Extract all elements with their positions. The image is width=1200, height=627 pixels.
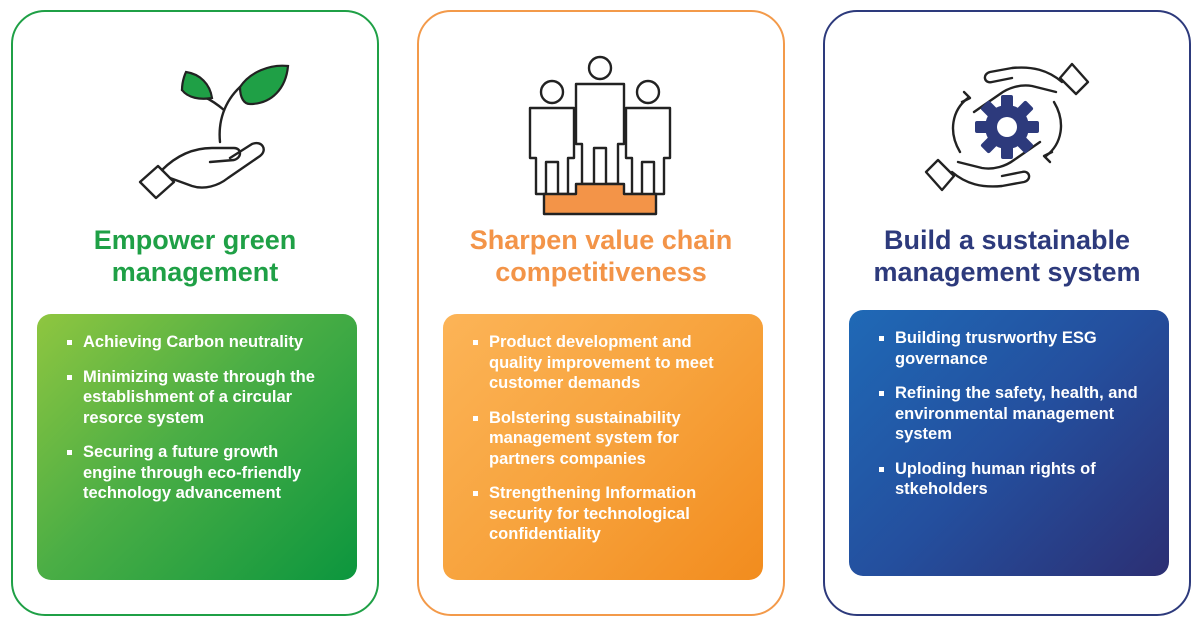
card-title: Empower green management — [93, 225, 297, 287]
bullet-list: Building trusrworthy ESG governance Refi… — [879, 328, 1147, 500]
list-item: Refining the safety, health, and environ… — [879, 383, 1147, 445]
card-sustainable-system: Build a sustainable management system Bu… — [823, 10, 1191, 616]
list-item: Uploding human rights of stkeholders — [879, 459, 1147, 500]
list-item: Bolstering sustainability management sys… — [473, 408, 741, 470]
list-item: Strengthening Information security for t… — [473, 483, 741, 545]
people-podium-icon — [528, 55, 672, 216]
list-item: Product development and quality improvem… — [473, 332, 741, 394]
icon-container — [13, 32, 377, 222]
list-item: Achieving Carbon neutrality — [67, 332, 335, 353]
icon-container — [419, 32, 783, 222]
list-item: Building trusrworthy ESG governance — [879, 328, 1147, 369]
card-green-management: Empower green management Achieving Carbo… — [11, 10, 379, 616]
list-item: Securing a future growth engine through … — [67, 442, 335, 504]
hand-plant-icon — [138, 64, 290, 200]
icon-container — [825, 32, 1189, 222]
hands-gear-icon — [924, 62, 1090, 192]
list-item: Minimizing waste through the establishme… — [67, 367, 335, 429]
bullet-box: Product development and quality improvem… — [443, 314, 763, 580]
card-title: Sharpen value chain competitiveness — [469, 225, 733, 287]
bullet-box: Building trusrworthy ESG governance Refi… — [849, 310, 1169, 576]
bullet-list: Product development and quality improvem… — [473, 332, 741, 545]
bullet-list: Achieving Carbon neutrality Minimizing w… — [67, 332, 335, 504]
card-title: Build a sustainable management system — [873, 225, 1141, 287]
bullet-box: Achieving Carbon neutrality Minimizing w… — [37, 314, 357, 580]
card-value-chain: Sharpen value chain competitiveness Prod… — [417, 10, 785, 616]
